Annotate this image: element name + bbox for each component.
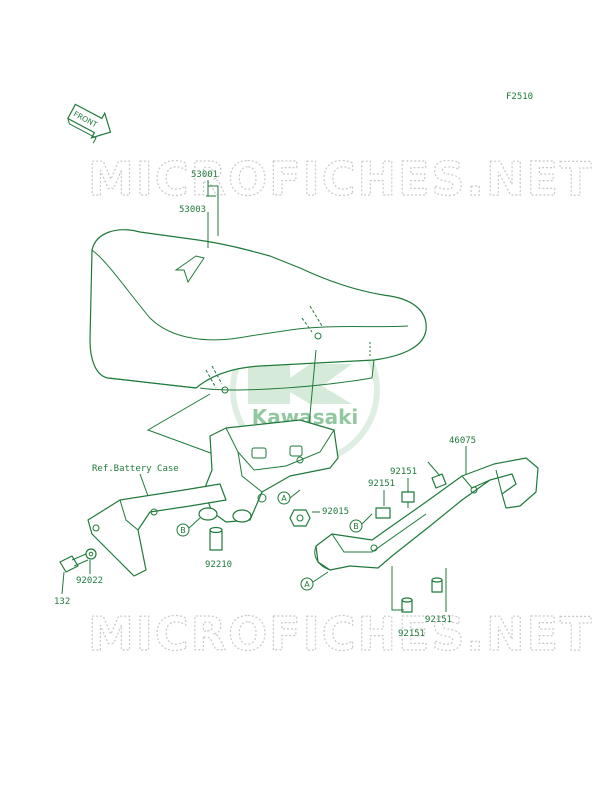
part-label-132: 132	[54, 597, 70, 607]
watermark-bottom: MICROFICHES.NET	[88, 607, 593, 661]
bolt-92151-lower-right	[431, 577, 443, 593]
bolt-92151-upper	[427, 461, 447, 489]
part-label-92151-lower: 92151	[398, 629, 425, 639]
part-label-92022: 92022	[76, 576, 103, 586]
bolt-92151-mid	[401, 491, 415, 508]
front-arrow-icon: FRONT	[67, 103, 112, 144]
washer-92022	[85, 548, 97, 560]
callout-a-upper: A	[277, 491, 291, 505]
svg-text:B: B	[180, 526, 186, 535]
battery-case-rail	[87, 483, 227, 577]
part-label-92210: 92210	[205, 560, 232, 570]
bolt-132	[59, 553, 89, 573]
grab-rail-46075	[314, 457, 539, 571]
part-label-46075: 46075	[449, 436, 476, 446]
part-label-92151-upper-right: 92151	[390, 467, 417, 477]
part-label-92151-lower-right: 92151	[425, 615, 452, 625]
svg-text:B: B	[353, 522, 359, 531]
grommet-b-left	[198, 507, 252, 523]
callout-b-left: B	[176, 523, 190, 537]
watermark-top: MICROFICHES.NET	[88, 152, 593, 206]
seat-bracket	[203, 419, 339, 523]
bolt-92151-left	[375, 507, 391, 519]
callout-a-lower: A	[300, 577, 314, 591]
part-label-92015: 92015	[322, 507, 349, 517]
part-label-53001: 53001	[191, 170, 218, 180]
bolt-92151-lower	[401, 597, 413, 613]
figure-id: F2510	[506, 92, 533, 102]
callout-b-right: B	[349, 519, 363, 533]
part-label-53003: 53003	[179, 205, 206, 215]
seat-53001	[89, 229, 427, 394]
collar-92210	[209, 526, 223, 551]
svg-text:A: A	[281, 494, 287, 503]
part-label-92151-upper-left: 92151	[368, 479, 395, 489]
svg-text:A: A	[304, 580, 310, 589]
ref-battery-case-label: Ref.Battery Case	[92, 464, 179, 474]
nut-92015	[289, 509, 311, 527]
